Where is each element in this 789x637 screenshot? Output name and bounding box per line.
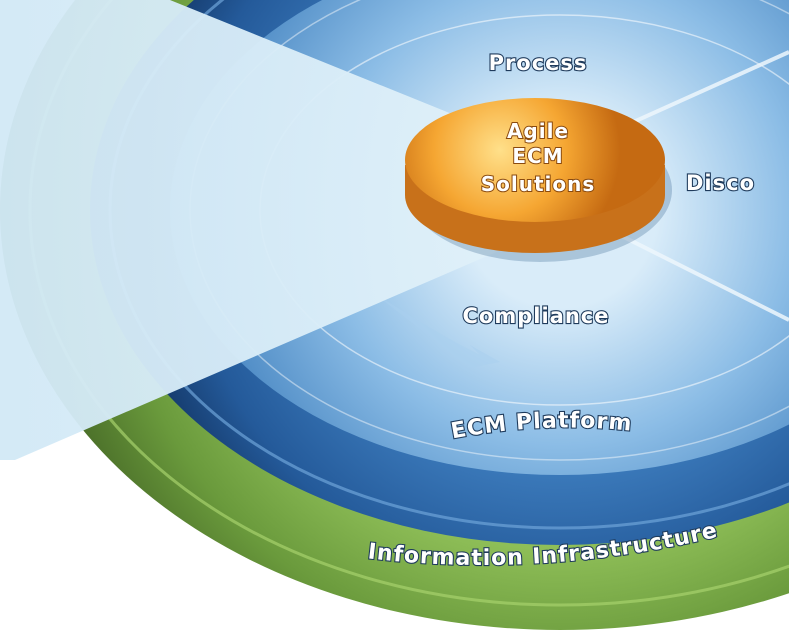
compliance-label: Compliance (463, 304, 610, 328)
hub-label-line-2: ECM (512, 144, 563, 168)
overlay-wedge (0, 0, 640, 460)
hub-top (405, 98, 665, 222)
hub-label-line-1: Agile (507, 119, 569, 143)
discovery-label: Disco (686, 171, 755, 195)
process-label: Process (489, 51, 588, 75)
hub-label-line-3: Solutions (481, 172, 596, 196)
compliance-arrow (370, 290, 500, 368)
